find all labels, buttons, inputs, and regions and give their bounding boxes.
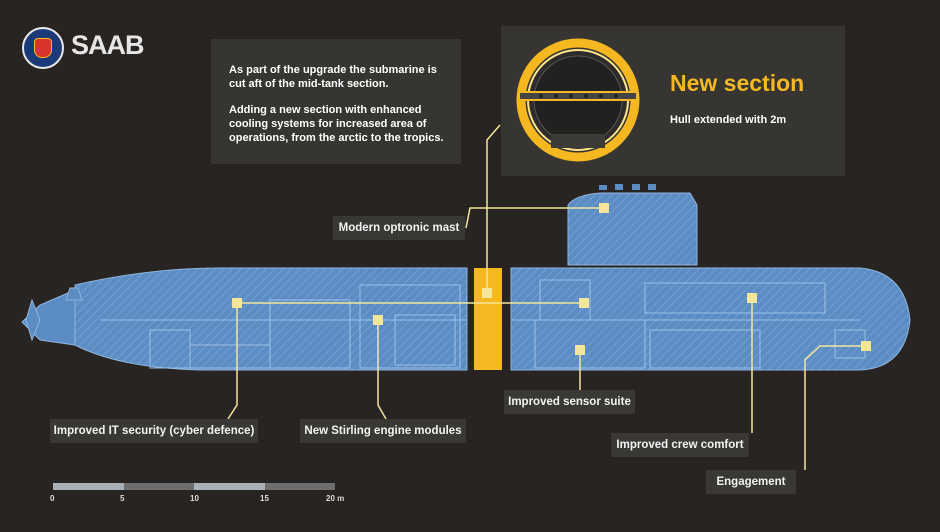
new-section-subtitle: Hull extended with 2m (670, 114, 787, 126)
callout-engagement: Engagement (706, 470, 796, 494)
intro-text-box: As part of the upgrade the submarine is … (211, 39, 461, 164)
scale-tick: 5 (120, 494, 125, 503)
callout-crew-comfort: Improved crew comfort (611, 433, 749, 457)
griffin-emblem-icon (34, 38, 52, 58)
callout-sensor-suite: Improved sensor suite (504, 390, 635, 414)
scale-tick: 20 m (326, 494, 345, 503)
brand-wordmark: SAAB (71, 30, 145, 60)
new-section-box: New section Hull extended with 2m (501, 26, 845, 176)
intro-paragraph-1: As part of the upgrade the submarine is … (229, 64, 437, 90)
callout-it-security: Improved IT security (cyber defence) (50, 419, 258, 443)
scale-tick: 15 (260, 494, 269, 503)
callout-markers (232, 203, 871, 355)
submarine-forward-section (510, 184, 911, 371)
new-hull-section (474, 268, 502, 370)
scale-tick: 10 (190, 494, 199, 503)
intro-paragraph-2: Adding a new section with enhanced cooli… (229, 104, 444, 144)
saab-logo (22, 27, 64, 69)
callout-optronic-mast: Modern optronic mast (333, 216, 465, 240)
scale-bar (53, 483, 335, 490)
hull-cross-section-icon (516, 38, 640, 162)
submarine-aft-section (21, 267, 468, 371)
callout-lines (227, 124, 866, 470)
new-section-title: New section (670, 70, 805, 96)
scale-tick: 0 (50, 494, 55, 503)
callout-stirling-engine: New Stirling engine modules (300, 419, 466, 443)
